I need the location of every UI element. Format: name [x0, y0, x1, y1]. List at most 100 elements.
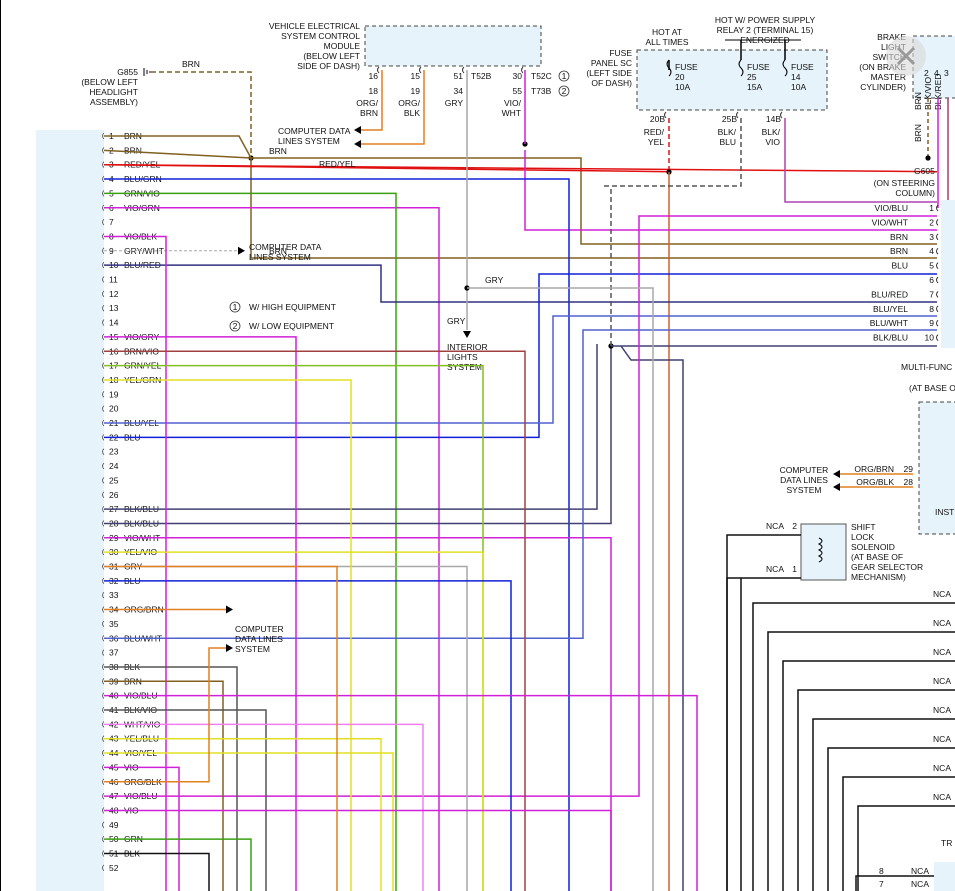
wire-nca-right [857, 805, 955, 891]
pin-connector-icon [102, 319, 105, 326]
right-pin-wire: VIO/WHT [872, 217, 908, 227]
brake-wire: BLK/RED [933, 74, 943, 110]
wire-pin15 [104, 336, 297, 891]
vescm-pin-top: 51 [454, 71, 464, 81]
interior-lights-label: SYSTEM [447, 362, 482, 372]
fuse-pin: 14B [766, 114, 781, 124]
bottom-pin: 7 [879, 879, 884, 889]
cdl-right-label: COMPUTER [780, 465, 829, 475]
shift-lock-label: GEAR SELECTOR [851, 562, 923, 572]
cdl-arrow-icon [354, 126, 361, 134]
pin-connector-icon [102, 362, 105, 369]
nca-right-label: NCA [933, 705, 951, 715]
vescm-label: (BELOW LEFT [303, 51, 360, 61]
pin-connector-icon [102, 462, 105, 470]
shift-lock-label: LOCK [851, 532, 874, 542]
pin-connector-icon [102, 147, 105, 154]
g855-desc: (BELOW LEFT [81, 77, 138, 87]
nca-right-label: NCA [933, 618, 951, 628]
connector-t52b: T52B [471, 71, 492, 81]
wire-pin8 [104, 235, 167, 891]
fuse-pin: 20B [650, 114, 665, 124]
wire-pin43 [104, 737, 382, 891]
brake-wire: BLK/VIO [923, 77, 933, 110]
fuse-panel-label: OF DASH) [591, 78, 632, 88]
left-pin-wire: BRN [124, 145, 142, 155]
pin-connector-icon [102, 663, 105, 671]
wire-pin17 [104, 364, 484, 891]
left-pin-number: 13 [109, 303, 119, 313]
pin-connector-icon [102, 261, 105, 269]
wire-nca-right [797, 689, 955, 891]
red-yel-label: RED/YEL [319, 159, 356, 169]
gry-label: GRY [447, 316, 466, 326]
g605-label: G605 [914, 166, 935, 176]
pin-connector-icon [102, 850, 105, 857]
fuse-pin-connector [664, 111, 667, 119]
left-pin-number: 14 [109, 318, 119, 328]
right-pin-wire: BLK/BLU [873, 333, 908, 343]
wire-vio-wht [524, 150, 937, 231]
pin-connector-icon [102, 692, 105, 699]
wire-org-brn: ORG/ [356, 98, 378, 108]
g855-desc: ASSEMBLY) [90, 97, 138, 107]
vescm-label: MODULE [324, 41, 361, 51]
nca-right-label: NCA [933, 763, 951, 773]
wire-nca [726, 577, 801, 891]
interior-arrow-icon [463, 331, 471, 338]
pin-connector-icon [102, 333, 105, 341]
vescm-label: SIDE OF DASH) [297, 61, 360, 71]
vescm-label: VEHICLE ELECTRICAL [269, 21, 360, 31]
vescm-box [364, 25, 542, 67]
fuse-amp: 15A [747, 82, 762, 92]
equipment-marker-2: 2 [562, 86, 567, 96]
right-pin-connector [936, 233, 939, 241]
fuse-panel-label: (LEFT SIDE [586, 68, 632, 78]
left-pin-number: 11 [109, 275, 118, 285]
left-pin-number: 19 [109, 389, 119, 399]
left-pin-number: 33 [109, 590, 119, 600]
right-pin-wire: BLU [891, 261, 908, 271]
legend-marker-1 [229, 301, 241, 313]
right-pin-wire: BRN [890, 246, 908, 256]
fuse-wire-label: RED/ [644, 127, 665, 137]
right-pin-wire: BRN [890, 232, 908, 242]
g855-desc: HEADLIGHT [89, 87, 138, 97]
brn-label: BRN [269, 146, 287, 156]
wire-pin36 [104, 329, 937, 639]
right-pin-connector [936, 291, 939, 298]
pin-connector-icon [102, 491, 105, 499]
wire-pin46 [104, 647, 229, 783]
brn-label: BRN [269, 246, 287, 256]
wire-pin18 [104, 379, 352, 891]
brake-switch-label: (ON BRAKE [859, 62, 906, 72]
at-base-label: (AT BASE O [909, 383, 955, 393]
pin-connector-icon [102, 247, 105, 255]
pin-connector-icon [102, 864, 105, 872]
wire-pin42 [104, 723, 424, 891]
nca-pin: 2 [792, 521, 797, 531]
cdl-top-label: COMPUTER DATA [278, 126, 351, 136]
pin-connector-icon [102, 577, 105, 585]
fuse-panel-label: FUSE [609, 48, 632, 58]
shift-lock-label: (AT BASE OF [851, 552, 903, 562]
wire-pin50 [104, 838, 252, 891]
left-pin-number: 26 [109, 490, 119, 500]
left-pin-number: 35 [109, 619, 119, 629]
right-pin-connector [936, 262, 939, 269]
cdl-arrow-icon [226, 644, 233, 652]
cdl-right-wire: ORG/BLK [856, 477, 894, 487]
nca-label: NCA [766, 564, 784, 574]
fuse-amp: 10A [791, 82, 806, 92]
bottom-nca: NCA [911, 879, 929, 889]
wire-nca-right [812, 718, 955, 891]
pin-connector-icon [102, 204, 105, 212]
wire-brn-ground [151, 71, 252, 158]
wire-pin22 [104, 273, 937, 439]
wire-nca [726, 534, 801, 891]
nca-right-label: NCA [933, 734, 951, 744]
wire-pin4 [104, 178, 570, 891]
wire-pin48 [104, 809, 612, 891]
cdl34-label: SYSTEM [235, 644, 270, 654]
wire-blk-blu-down [620, 345, 684, 891]
